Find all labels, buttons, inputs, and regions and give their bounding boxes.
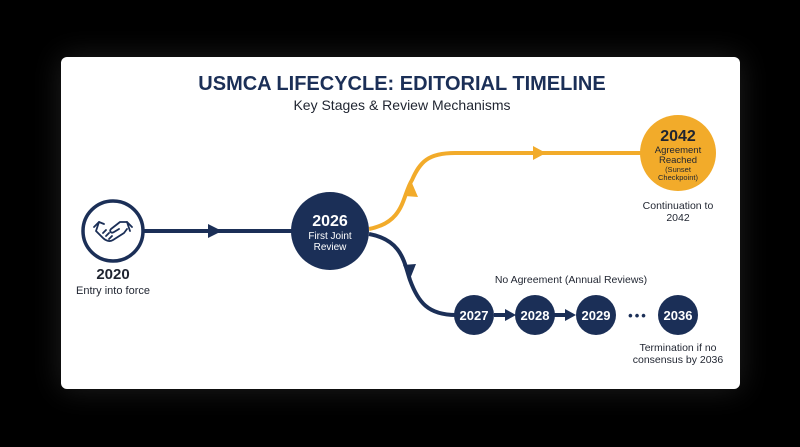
connector-2026-2027 xyxy=(368,232,457,317)
connectors xyxy=(143,146,650,321)
termination-caption-line2: consensus by 2036 xyxy=(633,354,724,366)
annual-node-2036-year: 2036 xyxy=(664,308,693,323)
arrowhead-2027-2028 xyxy=(505,309,516,321)
annual-node-2027: 2027 xyxy=(454,295,494,335)
arrowhead-gold-upper xyxy=(405,183,418,197)
stage-2020-caption: Entry into force xyxy=(76,285,150,297)
stage-2042-caption-line2: 2042 xyxy=(666,212,690,224)
stage-2042-circle xyxy=(640,115,716,191)
timeline-card xyxy=(61,57,740,389)
connector-2026-2042 xyxy=(368,151,650,231)
termination-caption-line1: Termination if no xyxy=(639,342,716,354)
stage-2042-caption-line1: Continuation to xyxy=(643,200,714,212)
stage-2020: 2020 Entry into force xyxy=(76,199,150,297)
annual-node-2027-year: 2027 xyxy=(460,308,489,323)
page-title: USMCA LIFECYCLE: EDITORIAL TIMELINE xyxy=(198,73,605,95)
arrowhead-gold-right xyxy=(533,146,546,160)
page-subtitle: Key Stages & Review Mechanisms xyxy=(293,97,510,113)
arrowhead-navy-lower xyxy=(403,264,416,279)
stage-2042-line1: Agreement xyxy=(655,145,702,156)
stage-2042-line4: Checkpoint) xyxy=(658,173,699,182)
stage-2026-line2: Review xyxy=(314,242,348,253)
stage-2020-year: 2020 xyxy=(96,266,129,283)
annual-ellipsis: ••• xyxy=(628,308,648,323)
annual-node-2036-circle xyxy=(658,295,698,335)
stage-2042-year: 2042 xyxy=(660,128,696,145)
annual-node-2027-circle xyxy=(454,295,494,335)
handshake-icon xyxy=(93,221,133,242)
stage-2042-line2: Reached xyxy=(659,155,697,166)
annual-node-2028-circle xyxy=(515,295,555,335)
stage-2026: 2026 First Joint Review xyxy=(291,192,369,270)
stage-2042: 2042 Agreement Reached (Sunset Checkpoin… xyxy=(640,115,716,224)
stage-2026-circle xyxy=(291,192,369,270)
annual-node-2028-year: 2028 xyxy=(521,308,550,323)
stage-2026-year: 2026 xyxy=(312,213,348,230)
arrowhead-2020-2026 xyxy=(208,224,222,238)
arrowhead-2028-2029 xyxy=(565,309,576,321)
annual-reviews: No Agreement (Annual Reviews) 2027 2028 … xyxy=(454,274,723,366)
annual-node-2029-circle xyxy=(576,295,616,335)
stage-2020-circle xyxy=(81,199,145,263)
stage-2026-line1: First Joint xyxy=(308,231,352,242)
stage-2042-line3: (Sunset xyxy=(665,165,692,174)
annual-node-2028: 2028 xyxy=(515,295,555,335)
annual-reviews-label: No Agreement (Annual Reviews) xyxy=(495,274,647,286)
annual-node-2029: 2029 xyxy=(576,295,616,335)
annual-node-2036: 2036 xyxy=(658,295,698,335)
annual-node-2029-year: 2029 xyxy=(582,308,611,323)
